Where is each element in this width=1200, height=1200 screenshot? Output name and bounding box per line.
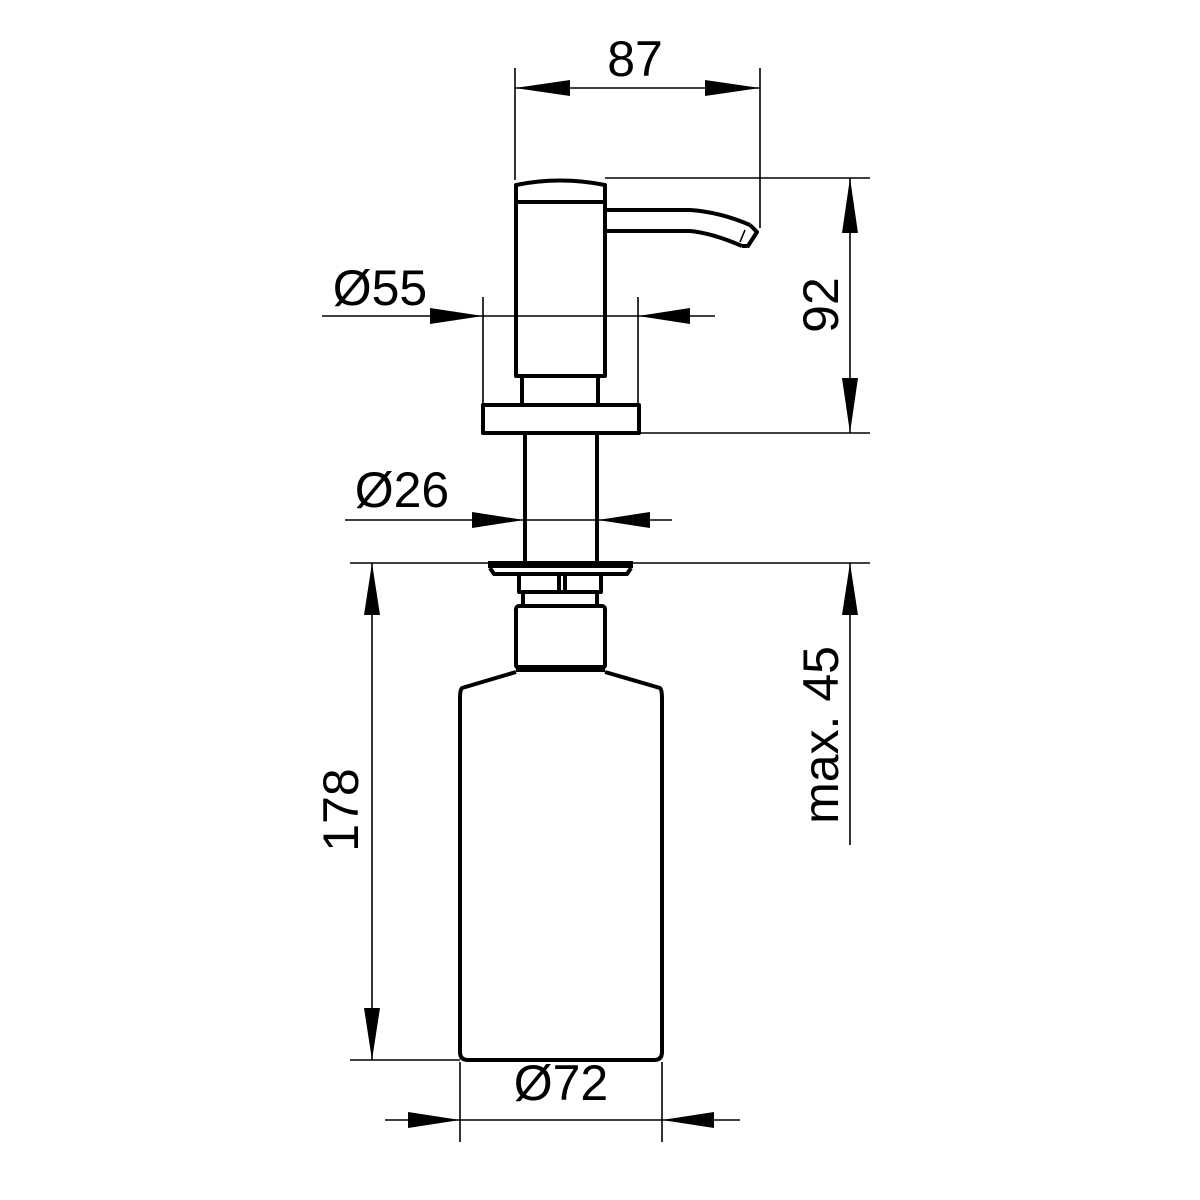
base-flange bbox=[481, 403, 641, 435]
dimension-bottle-diameter: Ø72 bbox=[385, 1055, 740, 1142]
dimension-72-label: Ø72 bbox=[514, 1055, 609, 1111]
dimension-max45-label: max. 45 bbox=[793, 646, 849, 824]
collar bbox=[520, 374, 600, 407]
dimension-87-label: 87 bbox=[607, 31, 663, 87]
dimension-spout-reach: 87 bbox=[514, 31, 761, 228]
mounting-nut bbox=[488, 561, 633, 606]
bottle-cap bbox=[514, 604, 607, 672]
dimension-26-label: Ø26 bbox=[355, 462, 450, 518]
dimension-92-label: 92 bbox=[793, 277, 849, 333]
dimension-counter-thickness: max. 45 bbox=[793, 563, 858, 845]
dimension-head-diameter: Ø55 bbox=[322, 260, 715, 408]
dimension-head-height: 92 bbox=[605, 177, 870, 434]
dimension-178-label: 178 bbox=[313, 768, 369, 851]
pump-head bbox=[514, 178, 759, 378]
bottle bbox=[458, 670, 664, 1062]
dimension-bottle-height: 178 bbox=[313, 563, 460, 1061]
dimension-shaft-diameter: Ø26 bbox=[345, 462, 672, 528]
dimension-55-label: Ø55 bbox=[333, 260, 428, 316]
shaft bbox=[523, 433, 599, 563]
